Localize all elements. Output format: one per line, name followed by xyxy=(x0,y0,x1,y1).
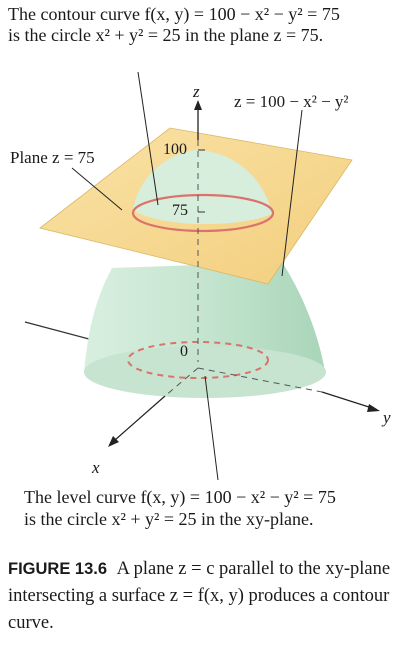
top-note-line2: is the circle x² + y² = 25 in the plane … xyxy=(8,25,324,45)
figure-caption: FIGURE 13.6 A plane z = c parallel to th… xyxy=(8,556,398,637)
y-axis-arrow xyxy=(367,404,380,412)
figure-caption-text: A plane z = c parallel to the xy-plane i… xyxy=(8,559,391,633)
leader-surface xyxy=(281,109,303,277)
bottom-note-line1: The level curve f(x, y) = 100 − x² − y² … xyxy=(24,487,336,507)
top-note-line1: The contour curve f(x, y) = 100 − x² − y… xyxy=(8,4,340,24)
x-axis-label: x xyxy=(92,458,100,477)
y-axis-label: y xyxy=(383,408,391,427)
plane-label: Plane z = 75 xyxy=(10,148,95,167)
bottom-note-line2: is the circle x² + y² = 25 in the xy-pla… xyxy=(24,509,314,529)
leader-top-note xyxy=(137,71,159,206)
contour-curve xyxy=(131,193,275,233)
paraboloid-base xyxy=(84,346,326,398)
x-axis-hidden xyxy=(164,367,199,397)
y-axis-front xyxy=(321,391,373,409)
figure-label: FIGURE 13.6 xyxy=(8,560,108,578)
z-axis-label: z xyxy=(193,82,200,101)
tick-label-0: 0 xyxy=(180,343,188,360)
leader-plane xyxy=(71,167,123,211)
x-axis-front xyxy=(114,395,166,441)
leader-bottom-note xyxy=(204,375,219,481)
tick-label-75: 75 xyxy=(172,202,188,219)
surface-label: z = 100 − x² − y² xyxy=(234,92,349,111)
x-axis-arrow xyxy=(108,436,119,447)
tick-label-100: 100 xyxy=(163,141,187,158)
paraboloid-cap xyxy=(133,150,272,225)
z-axis-arrow xyxy=(194,100,202,110)
